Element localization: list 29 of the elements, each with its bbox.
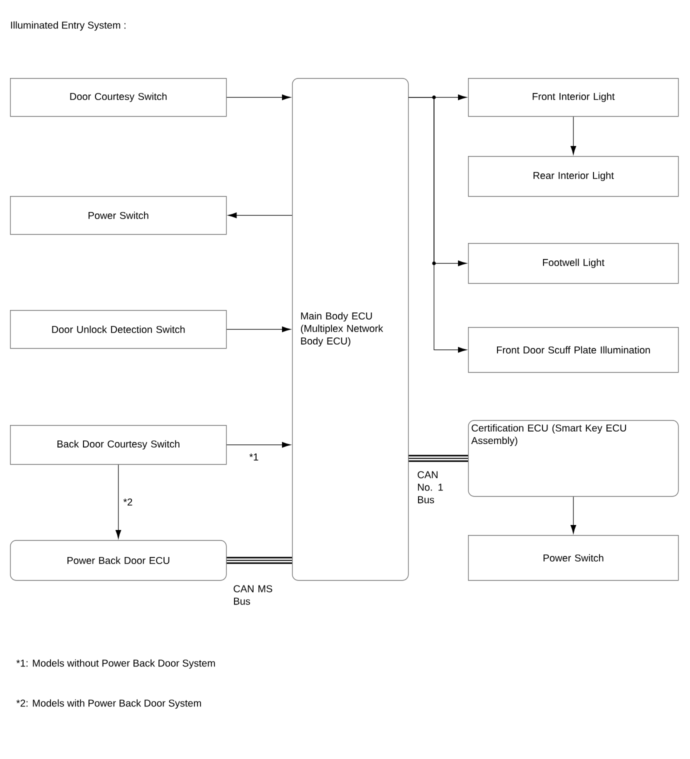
arrow bbox=[116, 464, 122, 539]
component-box: Front Door Scuff Plate Illumination bbox=[468, 327, 679, 373]
edge-label: CAN MS Bus bbox=[234, 585, 272, 605]
footnote: *2: Models with Power Back Door System bbox=[16, 699, 201, 709]
ecu-box: Certification ECU (Smart Key ECU Assembly) bbox=[468, 420, 679, 497]
arrow bbox=[570, 116, 576, 155]
edge-label: CAN No. 1 Bus bbox=[418, 471, 443, 504]
bus-line bbox=[226, 556, 292, 564]
footnote: *1: Models without Power Back Door System bbox=[16, 659, 215, 669]
component-box: Back Door Courtesy Switch bbox=[10, 425, 227, 465]
edge-label: *2 bbox=[123, 498, 132, 506]
component-box: Door Unlock Detection Switch bbox=[10, 310, 227, 349]
ecu-box: Power Back Door ECU bbox=[10, 540, 227, 581]
title: Illuminated Entry System : bbox=[11, 21, 126, 31]
edge-label: *1 bbox=[249, 454, 258, 460]
component-box: Power Switch bbox=[10, 196, 227, 235]
component-box: Power Switch bbox=[468, 535, 679, 581]
arrow bbox=[226, 94, 291, 100]
arrow bbox=[226, 442, 291, 448]
component-box: Front Interior Light bbox=[468, 78, 679, 117]
component-box: Door Courtesy Switch bbox=[10, 78, 227, 117]
component-box: Rear Interior Light bbox=[468, 156, 679, 197]
arrow bbox=[408, 97, 467, 353]
ecu-box: Main Body ECU (Multiplex Network Body ECU) bbox=[292, 78, 409, 581]
arrow bbox=[228, 212, 292, 218]
arrow bbox=[570, 496, 576, 534]
bus-line bbox=[408, 454, 468, 462]
arrow bbox=[226, 326, 291, 332]
component-box: Footwell Light bbox=[468, 243, 679, 284]
